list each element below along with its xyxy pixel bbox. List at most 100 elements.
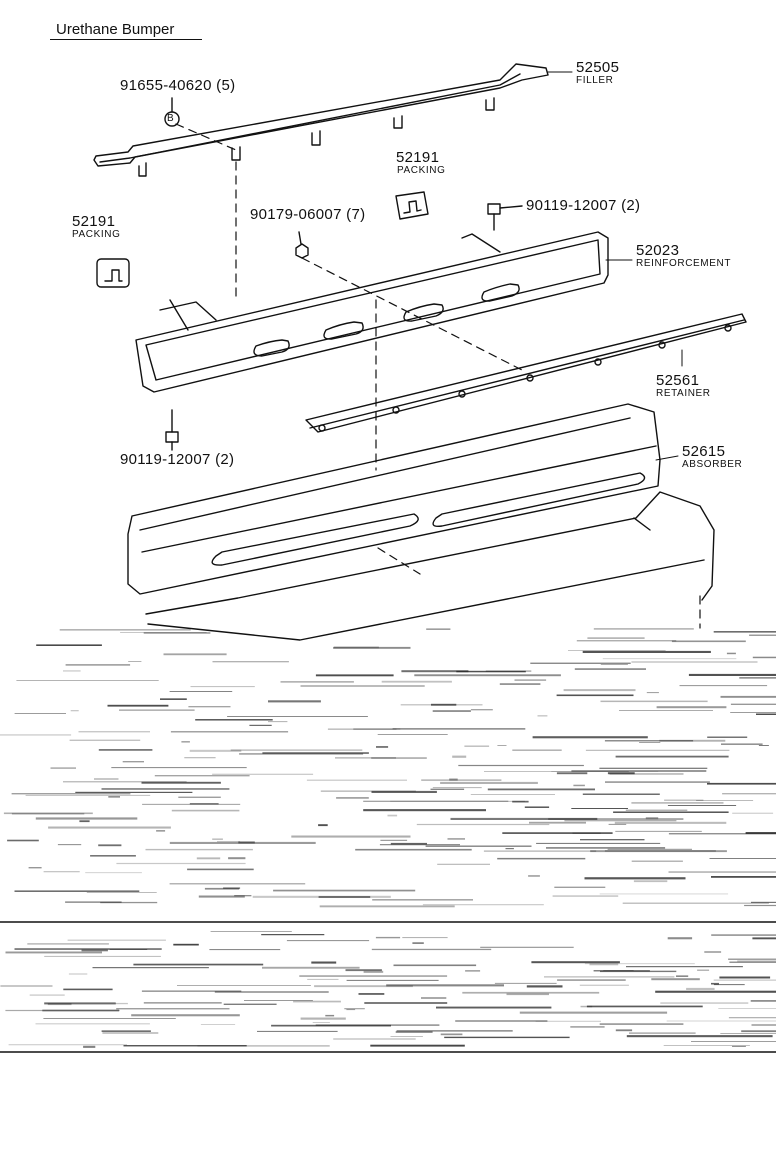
scan-noise-streak <box>209 949 281 951</box>
scan-noise-streak <box>300 685 425 687</box>
part-number-52191-center: 52191 <box>396 149 440 166</box>
scan-noise-streak <box>131 1014 240 1017</box>
scan-noise-streak <box>123 1045 247 1047</box>
scan-noise-streak <box>528 875 540 877</box>
scan-noise-streak <box>163 653 227 656</box>
scan-noise-streak <box>335 757 396 759</box>
scan-noise-streak <box>333 646 379 649</box>
scan-noise-streak <box>8 1044 128 1046</box>
scan-noise-streak <box>145 848 253 851</box>
retainer-rail <box>305 313 747 433</box>
scan-noise-streak <box>65 901 122 903</box>
scan-noise-streak <box>14 890 140 892</box>
scan-noise-streak <box>655 990 776 993</box>
scan-noise-streak <box>436 1006 552 1009</box>
scan-noise-streak <box>160 698 187 700</box>
faded-scan-area <box>0 628 776 1048</box>
scan-noise-streak <box>639 742 661 743</box>
scan-noise-streak <box>346 1009 356 1011</box>
scan-noise-streak <box>47 1003 72 1006</box>
scan-noise-streak <box>189 749 242 752</box>
scan-noise-streak <box>600 700 708 703</box>
scan-noise-streak <box>487 788 595 791</box>
scan-noise-streak <box>412 942 424 944</box>
scan-noise-streak <box>197 1045 330 1047</box>
scan-noise-streak <box>614 821 727 824</box>
part-name-absorber: ABSORBER <box>682 459 743 470</box>
scan-noise-streak <box>709 858 776 859</box>
scan-noise-streak <box>142 803 241 805</box>
reinforcement-beam <box>135 231 609 393</box>
scan-noise-streak <box>79 820 90 823</box>
scan-noise-streak <box>452 755 467 758</box>
scan-noise-streak <box>143 632 211 634</box>
scan-noise-streak <box>395 1031 433 1033</box>
scan-noise-streak <box>713 631 776 633</box>
scan-noise-streak <box>386 984 504 987</box>
scan-noise-streak <box>344 1008 365 1010</box>
scan-noise-streak <box>666 1020 776 1022</box>
scan-noise-streak <box>3 812 93 815</box>
scan-noise-streak <box>608 823 627 825</box>
scan-noise-streak <box>320 790 416 792</box>
scan-noise-streak <box>626 966 743 968</box>
scan-noise-streak <box>497 857 586 860</box>
scan-noise-streak <box>65 664 131 666</box>
scan-noise-streak <box>633 880 668 883</box>
scan-noise-streak <box>377 734 448 735</box>
scan-noise-streak <box>622 902 769 904</box>
scan-noise-streak <box>200 1024 236 1025</box>
scan-noise-streak <box>546 847 666 849</box>
scan-noise-streak <box>730 712 776 713</box>
scan-noise-streak <box>551 771 659 772</box>
scan-noise-streak <box>293 1000 341 1003</box>
scan-noise-streak <box>752 656 776 659</box>
scan-noise-streak <box>101 788 230 790</box>
scan-noise-streak <box>44 1002 116 1005</box>
scan-noise-streak <box>57 844 82 846</box>
scan-noise-streak <box>392 728 526 730</box>
scan-noise-streak <box>228 857 246 860</box>
scan-noise-streak <box>728 1017 776 1019</box>
scan-noise-streak <box>752 937 776 940</box>
scan-noise-streak <box>530 662 631 664</box>
scan-noise-streak <box>646 692 659 694</box>
scan-noise-streak <box>631 802 724 804</box>
scan-noise-streak <box>582 793 660 795</box>
scan-noise-streak <box>238 841 255 844</box>
part-number-90119-bottom: 90119-12007 (2) <box>120 451 235 468</box>
scan-noise-streak <box>604 850 716 852</box>
scan-noise-streak <box>422 904 544 906</box>
scan-noise-streak <box>223 1003 277 1005</box>
scan-noise-streak <box>184 757 216 759</box>
scan-noise-streak <box>421 997 447 999</box>
scan-noise-streak <box>671 640 746 643</box>
scan-noise-streak <box>615 755 729 758</box>
scan-noise-streak <box>713 979 776 981</box>
scan-noise-streak <box>556 694 634 697</box>
scan-noise-streak <box>312 1022 330 1023</box>
scan-noise-streak <box>444 1036 570 1039</box>
scan-noise-streak <box>181 741 190 743</box>
bumper-cover <box>145 491 715 641</box>
scan-noise-streak <box>737 960 776 962</box>
scan-noise-streak <box>660 1002 749 1004</box>
scan-noise-streak <box>721 743 763 745</box>
scan-noise-streak <box>711 934 776 936</box>
scan-noise-streak <box>115 1002 128 1005</box>
scan-noise-streak <box>27 943 109 945</box>
scan-noise-streak <box>470 794 555 795</box>
scan-noise-streak <box>741 1030 776 1033</box>
scan-noise-streak <box>189 803 219 805</box>
scan-noise-streak <box>171 809 240 812</box>
scan-noise-streak <box>722 793 776 795</box>
scan-noise-streak <box>739 677 776 679</box>
scan-noise-streak <box>396 1030 513 1032</box>
scan-noise-streak <box>177 985 311 986</box>
scan-noise-streak <box>315 1024 440 1026</box>
scan-noise-streak <box>63 988 113 991</box>
scan-noise-streak <box>711 876 776 878</box>
part-name-packing-center: PACKING <box>397 165 446 176</box>
scan-noise-streak <box>450 817 598 820</box>
scan-noise-streak <box>291 835 411 838</box>
